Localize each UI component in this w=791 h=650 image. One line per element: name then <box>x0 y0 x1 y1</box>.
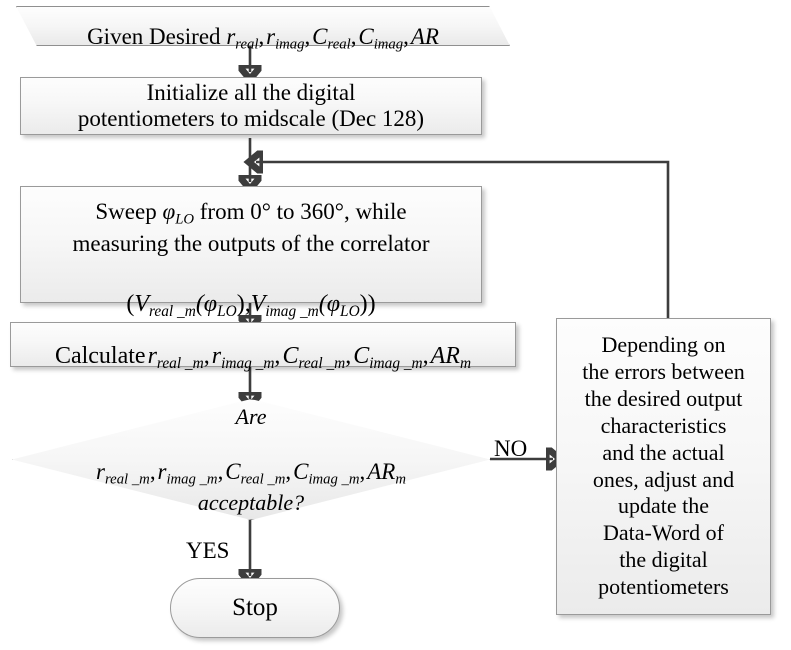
sweep-line-1: Sweep φLO from 0° to 360°, while <box>95 167 406 229</box>
sweep-v-real-sub: real _m <box>149 303 196 321</box>
decision-line-2: rreal _m, rimag _m, Creal _m, Cimag _m, … <box>96 459 406 488</box>
node-input-label: Given Desired rreal, rimag, Creal, Cimag… <box>87 24 439 53</box>
node-sweep-phase[interactable]: Sweep φLO from 0° to 360°, while measuri… <box>20 186 482 321</box>
node-adjust-data-word[interactable]: Depending on the errors between the desi… <box>556 318 771 615</box>
input-prefix: Given Desired <box>87 24 227 50</box>
sweep-phi: φ <box>162 198 176 224</box>
edge-adjust-feedback-loop <box>256 162 670 318</box>
sweep-v-imag: V <box>250 291 266 318</box>
sweep-v-real: V <box>134 291 150 318</box>
sweep-v-real-arg: (φ <box>195 291 218 318</box>
edge-label-yes: YES <box>186 538 230 563</box>
node-decision-acceptable[interactable]: Are rreal _m, rimag _m, Creal _m, Cimag … <box>12 399 490 520</box>
node-stop-label: Stop <box>232 594 278 621</box>
sweep-paren-open: ( <box>126 291 135 318</box>
node-calculate-parameters[interactable]: Calculate rreal _m, rimag _m, Creal _m, … <box>10 322 516 373</box>
node-adjust-label: Depending on the errors between the desi… <box>556 318 771 615</box>
edge-label-no: NO <box>494 436 528 461</box>
node-initialize-potentiometers[interactable]: Initialize all the digital potentiometer… <box>20 77 482 135</box>
decision-line-1: Are <box>235 403 267 429</box>
node-sweep-label: Sweep φLO from 0° to 360°, while measuri… <box>20 186 482 321</box>
sweep-range: from 0° to 360°, while <box>194 198 407 224</box>
sweep-prefix: Sweep <box>95 198 163 224</box>
node-initialize-label: Initialize all the digital potentiometer… <box>20 77 482 135</box>
sweep-phi-sub: LO <box>175 211 195 228</box>
sweep-v-imag-arg: (φ <box>318 291 341 318</box>
sweep-paren-close: )) <box>359 291 376 318</box>
adjust-line: potentiometers <box>598 573 729 599</box>
node-input-given-desired[interactable]: Given Desired rreal, rimag, Creal, Cimag… <box>16 6 510 53</box>
adjust-line: characteristics <box>600 412 727 438</box>
node-decision-label: Are rreal _m, rimag _m, Creal _m, Cimag … <box>12 399 490 520</box>
sweep-v-imag-sub: imag _m <box>265 303 319 321</box>
sweep-v-imag-arg-sub: LO <box>340 303 360 321</box>
adjust-line: ones, adjust and <box>592 466 735 492</box>
sweep-separator: ), <box>236 291 251 318</box>
adjust-line: and the actual <box>602 439 725 465</box>
node-calculate-label: Calculate rreal _m, rimag _m, Creal _m, … <box>54 343 472 373</box>
sweep-line-2: measuring the outputs of the correlator <box>72 231 430 257</box>
process-shape <box>20 77 482 135</box>
sweep-v-real-arg-sub: LO <box>217 303 237 321</box>
adjust-line: the desired output <box>584 386 743 412</box>
initialize-line-1: Initialize all the digital <box>146 80 356 106</box>
process-shape <box>10 322 516 367</box>
adjust-line: update the <box>617 493 710 519</box>
decision-line-3: acceptable? <box>197 490 305 516</box>
process-shape <box>556 318 771 615</box>
calculate-prefix: Calculate <box>54 343 146 370</box>
sweep-line-3: (Vreal _m(φLO),Vimag _m(φLO)) <box>126 259 375 322</box>
adjust-line: Depending on <box>601 332 726 358</box>
initialize-line-2: potentiometers to midscale (Dec 128) <box>77 106 425 131</box>
adjust-line: the errors between <box>582 359 745 385</box>
process-shape <box>20 186 482 303</box>
node-stop-terminator[interactable]: Stop <box>170 578 340 638</box>
adjust-line: the digital <box>619 546 708 572</box>
terminator-shape <box>170 578 340 638</box>
adjust-line: Data-Word of <box>602 520 724 546</box>
